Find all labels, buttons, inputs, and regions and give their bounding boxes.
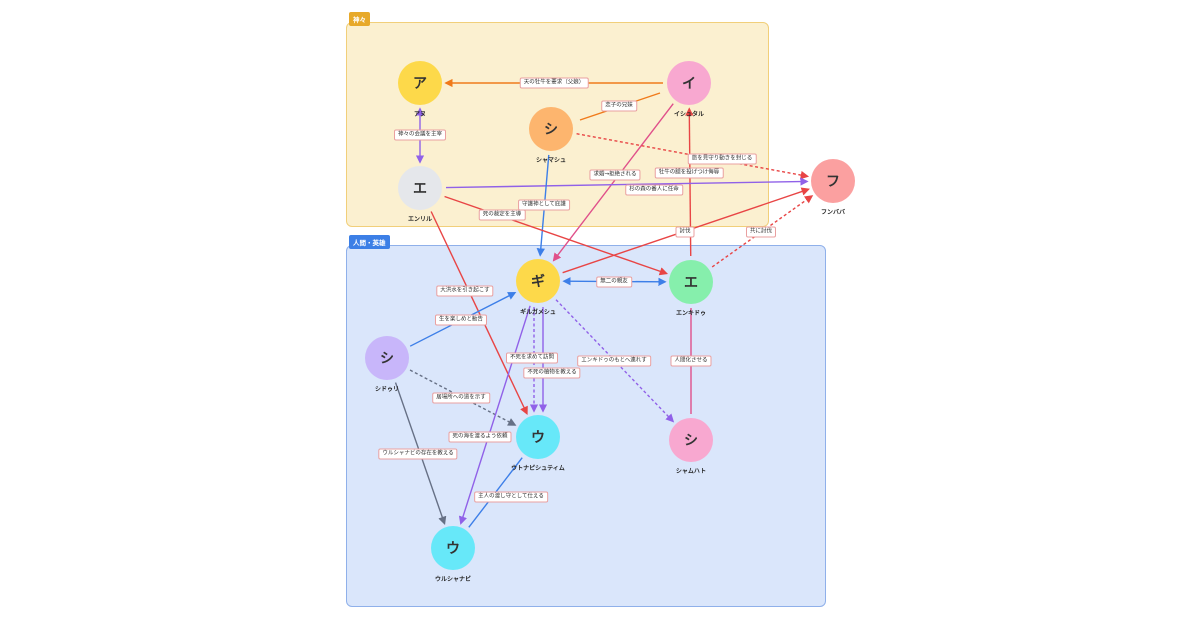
edge-label-urshanabi-utnapishtim: 主人の渡し守として仕える <box>474 491 548 503</box>
edge-label-gilgamesh-shamhat: エンキドゥのもとへ連れす <box>577 355 651 367</box>
node-anu-name: アヌ <box>413 111 426 118</box>
edge-enlil-utnapishtim <box>430 211 528 416</box>
node-shamhat-name: シャムハト <box>675 468 707 475</box>
edge-label-shamash-ishtar: 恋子の兄妹 <box>601 100 637 112</box>
edge-label-gilgamesh-utnapishtim: 不死を求めて訪問 <box>505 352 559 364</box>
edge-label-gilgamesh-urshanabi: 死の海を渡るよう依頼 <box>448 431 512 443</box>
edge-label-gilgamesh-utnapishtim: 不死の植物を教える <box>523 367 581 379</box>
edge-label-gilgamesh-enkidu: 無二の親友 <box>596 276 632 288</box>
edge-ishtar-gilgamesh <box>552 103 674 262</box>
edge-label-enlil-humbaba: 杉の森の番人に任命 <box>625 184 683 196</box>
node-siduri-circle[interactable]: シ <box>365 336 409 380</box>
edge-label-ishtar-gilgamesh: 求婚→拒絶される <box>589 169 641 181</box>
node-siduri-name: シドゥリ <box>374 386 399 393</box>
edge-label-shamhat-enkidu: 人間化させる <box>670 355 712 367</box>
node-ishtar-circle[interactable]: イ <box>667 61 711 105</box>
group-humans-tag: 人間・英雄 <box>349 235 390 249</box>
node-gilgamesh-name: ギルガメシュ <box>520 309 556 316</box>
edge-label-siduri-utnapishtim: 居場所への道を示す <box>432 392 490 404</box>
node-utnapishtim-name: ウトナピシュティム <box>511 465 565 472</box>
group-humans-area <box>346 245 826 607</box>
edge-label-siduri-gilgamesh: 生を楽しめと勧告 <box>434 314 488 326</box>
node-anu-circle[interactable]: ア <box>398 61 442 105</box>
edge-label-siduri-urshanabi: ウルシャナビの存在を教える <box>378 448 458 460</box>
node-enlil-name: エンリル <box>407 216 432 223</box>
edge-label-enkidu-ishtar: 牡牛の腿を投げつけ侮辱 <box>654 167 724 179</box>
group-gods-tag: 神々 <box>349 12 370 26</box>
edge-label-shamash-gilgamesh: 守護神として庇護 <box>518 199 570 211</box>
edge-enlil-enkidu <box>444 195 669 276</box>
edge-label-anu-enlil: 神々の会議を主宰 <box>393 129 447 141</box>
node-urshanabi-circle[interactable]: ウ <box>431 526 475 570</box>
edge-gilgamesh-urshanabi <box>458 305 531 525</box>
node-humbaba-circle[interactable]: フ <box>811 159 855 203</box>
edge-label-shamash-humbaba: 旅を見守り動きを封じる <box>687 153 757 165</box>
edge-label-enlil-utnapishtim: 大洪水を引き起こす <box>436 285 494 297</box>
node-shamash-circle[interactable]: シ <box>529 107 573 151</box>
node-humbaba-name: フンババ <box>820 209 846 216</box>
node-gilgamesh-circle[interactable]: ギ <box>516 259 560 303</box>
node-enkidu-circle[interactable]: エ <box>669 260 713 304</box>
node-urshanabi-name: ウルシャナビ <box>434 576 471 583</box>
node-enlil-circle[interactable]: エ <box>398 166 442 210</box>
node-shamhat-circle[interactable]: シ <box>669 418 713 462</box>
node-shamash-name: シャマシュ <box>535 157 566 164</box>
node-ishtar-name: イシュタル <box>673 111 704 118</box>
edge-label-enlil-enkidu: 死の裁定を主導 <box>478 209 526 221</box>
edge-label-gilgamesh-humbaba: 討伐 <box>675 226 695 238</box>
node-enkidu-name: エンキドゥ <box>675 310 706 317</box>
edge-label-enkidu-humbaba: 共に討伐 <box>745 226 777 238</box>
node-utnapishtim-circle[interactable]: ウ <box>516 415 560 459</box>
edge-label-ishtar-anu: 天の牡牛を要求（父娘） <box>519 77 589 89</box>
